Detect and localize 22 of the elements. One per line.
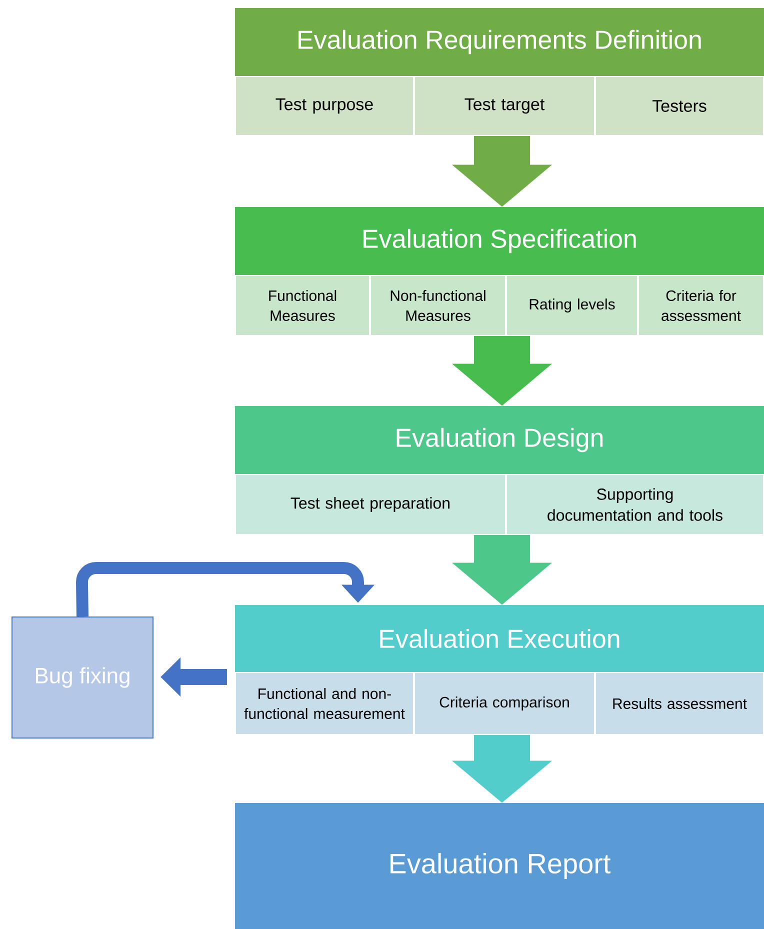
arrow bbox=[452, 735, 552, 803]
stage-box: Evaluation Report bbox=[235, 803, 764, 929]
stage-box: Evaluation Specification bbox=[235, 207, 764, 275]
table-cell: Criteria comparison bbox=[414, 672, 595, 735]
table-cell: Non-functional Measures bbox=[370, 275, 506, 336]
stage-box: Evaluation Design bbox=[235, 406, 764, 474]
table-cell: Test purpose bbox=[235, 76, 414, 136]
table-cell: Functional Measures bbox=[235, 275, 370, 336]
arrow bbox=[452, 535, 552, 605]
arrow bbox=[452, 336, 552, 406]
table-cell: Test sheet preparation bbox=[235, 474, 506, 535]
table-cell: Supporting documentation and tools bbox=[506, 474, 764, 535]
arrow bbox=[452, 136, 552, 207]
stage-box: Evaluation Execution bbox=[235, 605, 764, 672]
stage-box: Evaluation Requirements Definition bbox=[235, 8, 764, 76]
table-cell: Results assessment bbox=[595, 672, 764, 735]
table-cell: Criteria for assessment bbox=[638, 275, 764, 336]
table-cell: Testers bbox=[595, 76, 764, 136]
table-cell: Test target bbox=[414, 76, 595, 136]
table-cell: Rating levels bbox=[506, 275, 638, 336]
table-cell: Functional and non-functional measurement bbox=[235, 672, 414, 735]
process-box: Bug fixing bbox=[12, 616, 154, 738]
